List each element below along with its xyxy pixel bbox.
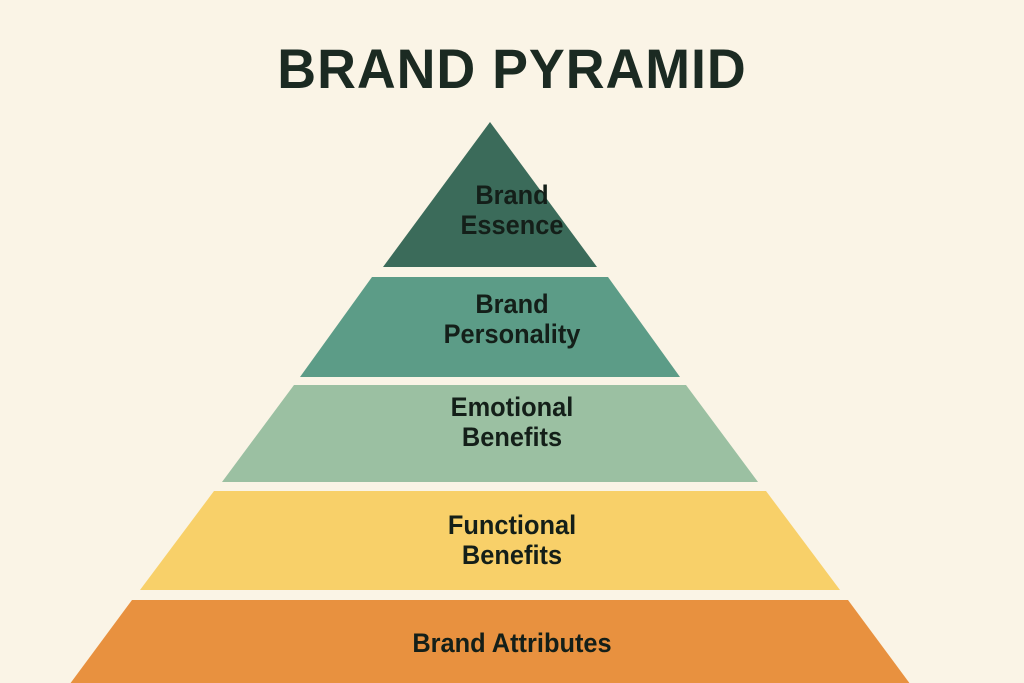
pyramid-tier-brand-attributes[interactable] (58, 600, 922, 683)
pyramid-tier-brand-personality[interactable] (300, 277, 680, 377)
pyramid-tier-functional-benefits[interactable] (140, 491, 840, 590)
pyramid-tier-brand-essence[interactable] (383, 122, 597, 267)
page-title: BRAND PYRAMID (277, 37, 747, 100)
pyramid-tier-emotional-benefits[interactable] (222, 385, 758, 482)
